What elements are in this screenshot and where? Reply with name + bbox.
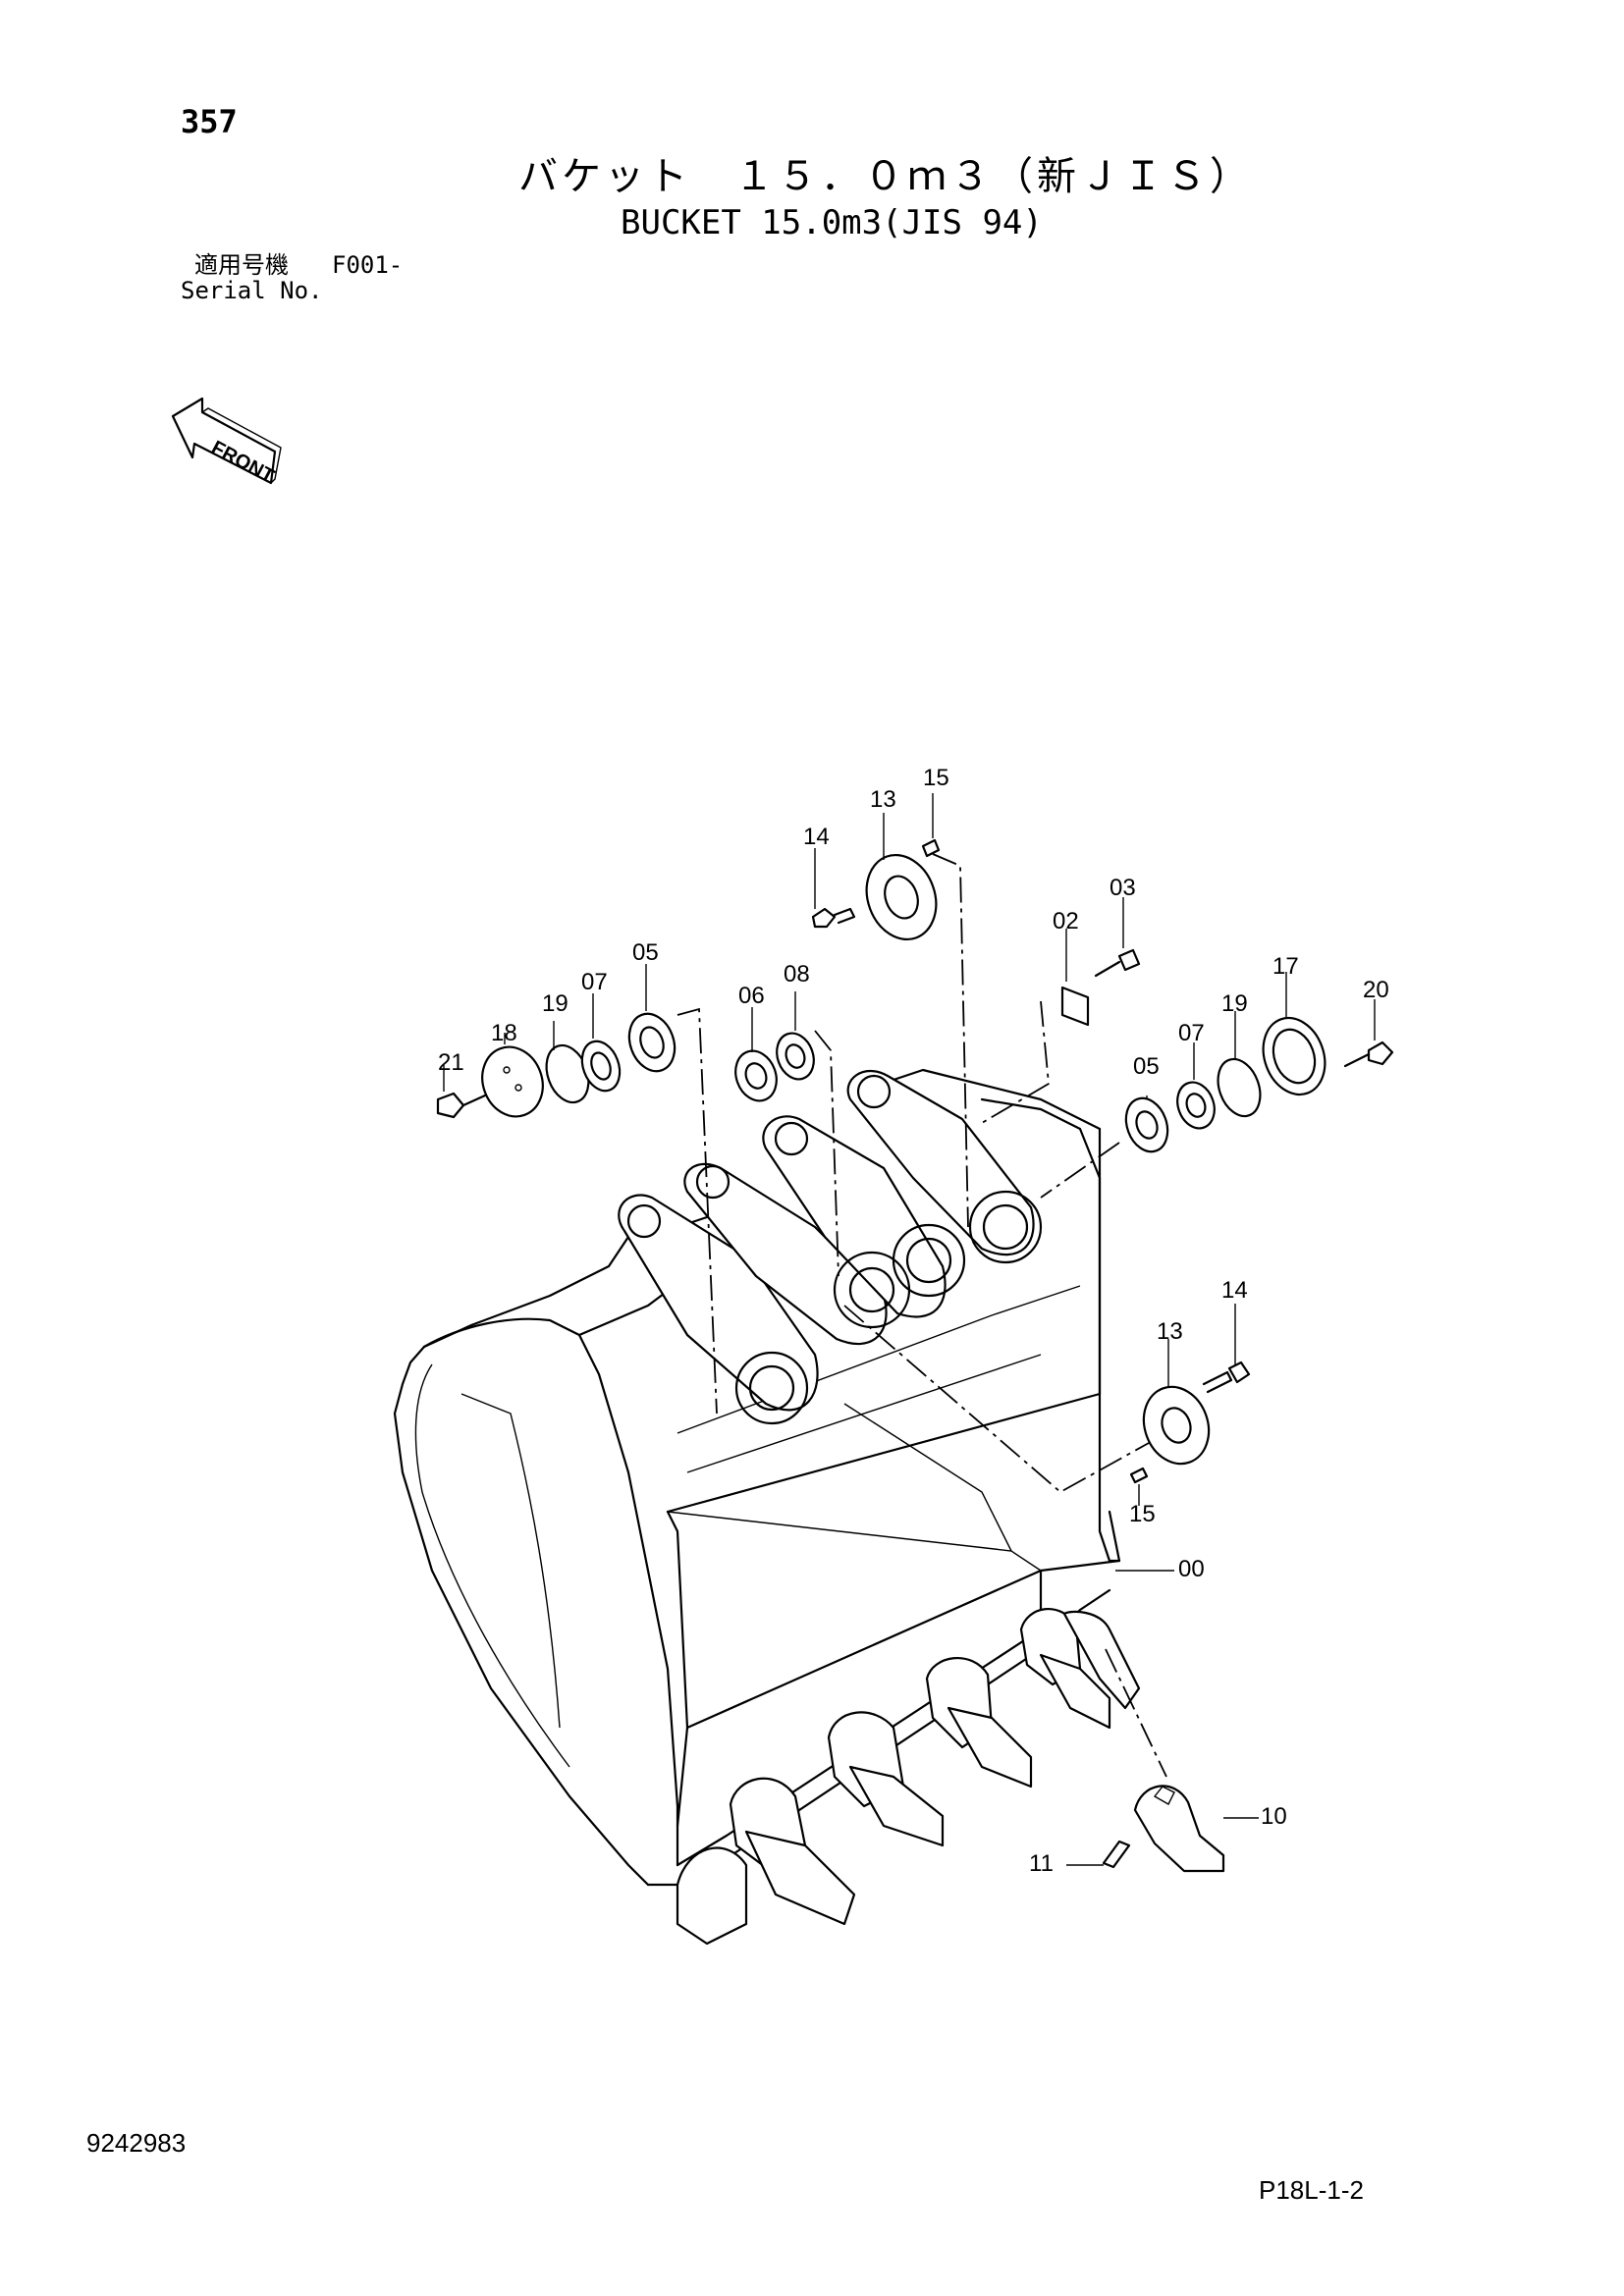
cap-part-18 — [481, 1045, 544, 1118]
callout-13a: 13 — [870, 786, 896, 813]
callout-06: 06 — [738, 983, 765, 1009]
callout-03: 03 — [1110, 875, 1136, 901]
pin-part-15b — [1129, 1467, 1149, 1484]
callout-02: 02 — [1053, 908, 1079, 934]
callout-00: 00 — [1178, 1556, 1205, 1582]
pin-part-11 — [1102, 1840, 1131, 1869]
bucket-teeth — [676, 1608, 1141, 1946]
callout-13b: 13 — [1157, 1318, 1183, 1345]
bucket-bosses — [618, 1069, 1043, 1425]
bolt-part-20 — [1343, 1041, 1394, 1068]
callout-15b: 15 — [1129, 1501, 1156, 1527]
callout-leaders — [443, 793, 1376, 1866]
plate-part-13a — [865, 853, 938, 941]
tooth-part-10 — [1133, 1785, 1225, 1873]
callout-11: 11 — [1029, 1850, 1054, 1877]
bolt-part-14a — [811, 907, 856, 929]
serial-label-japanese: 適用号機 — [194, 251, 289, 279]
callout-21: 21 — [438, 1049, 464, 1076]
bolt-part-14b — [1202, 1361, 1251, 1394]
seal-part-08 — [776, 1032, 815, 1081]
document-code: 9242983 — [86, 2128, 187, 2158]
front-arrow-icon: FRONT — [171, 397, 282, 488]
callout-14a: 14 — [803, 824, 830, 850]
page-code: P18L-1-2 — [1259, 2175, 1364, 2205]
bushing-part-05b — [1124, 1096, 1169, 1153]
page-number: 357 — [181, 103, 238, 140]
bolt-part-03 — [1094, 948, 1141, 978]
seal-part-07b — [1176, 1081, 1216, 1130]
callout-18: 18 — [491, 1020, 517, 1046]
bushing-part-05a — [627, 1012, 677, 1073]
ring-part-19b — [1217, 1057, 1262, 1118]
title-japanese: バケット １５．０ｍ３（新ＪＩＳ） — [518, 154, 1253, 199]
front-label: FRONT — [208, 437, 278, 488]
bolt-part-21 — [436, 1092, 487, 1119]
centerlines — [677, 853, 1150, 1494]
callout-10: 10 — [1261, 1803, 1287, 1830]
callout-17: 17 — [1272, 953, 1299, 980]
cover-part-17 — [1262, 1016, 1326, 1096]
serial-label-english: Serial No. — [181, 277, 323, 304]
callout-07a: 07 — [581, 969, 608, 995]
callout-19b: 19 — [1221, 990, 1248, 1017]
callout-05b: 05 — [1133, 1053, 1160, 1080]
leader-tooth — [1105, 1648, 1167, 1778]
plate-part-13b — [1142, 1385, 1211, 1466]
callout-08: 08 — [784, 961, 810, 988]
callout-15a: 15 — [923, 765, 949, 791]
serial-value: F001- — [332, 251, 404, 279]
callout-14b: 14 — [1221, 1277, 1248, 1304]
pin-part-15a — [921, 838, 941, 858]
callout-20: 20 — [1363, 977, 1389, 1003]
title-english: BUCKET 15.0m3(JIS 94) — [621, 203, 1043, 242]
callout-labels: 21 18 19 07 05 06 08 14 13 15 02 03 05 0… — [438, 765, 1389, 1877]
callout-05a: 05 — [632, 939, 659, 966]
bushing-part-06 — [734, 1049, 778, 1102]
callout-07b: 07 — [1178, 1020, 1205, 1046]
callout-19a: 19 — [542, 990, 568, 1017]
plate-part-02 — [1060, 986, 1090, 1027]
seal-part-07a — [580, 1040, 622, 1093]
